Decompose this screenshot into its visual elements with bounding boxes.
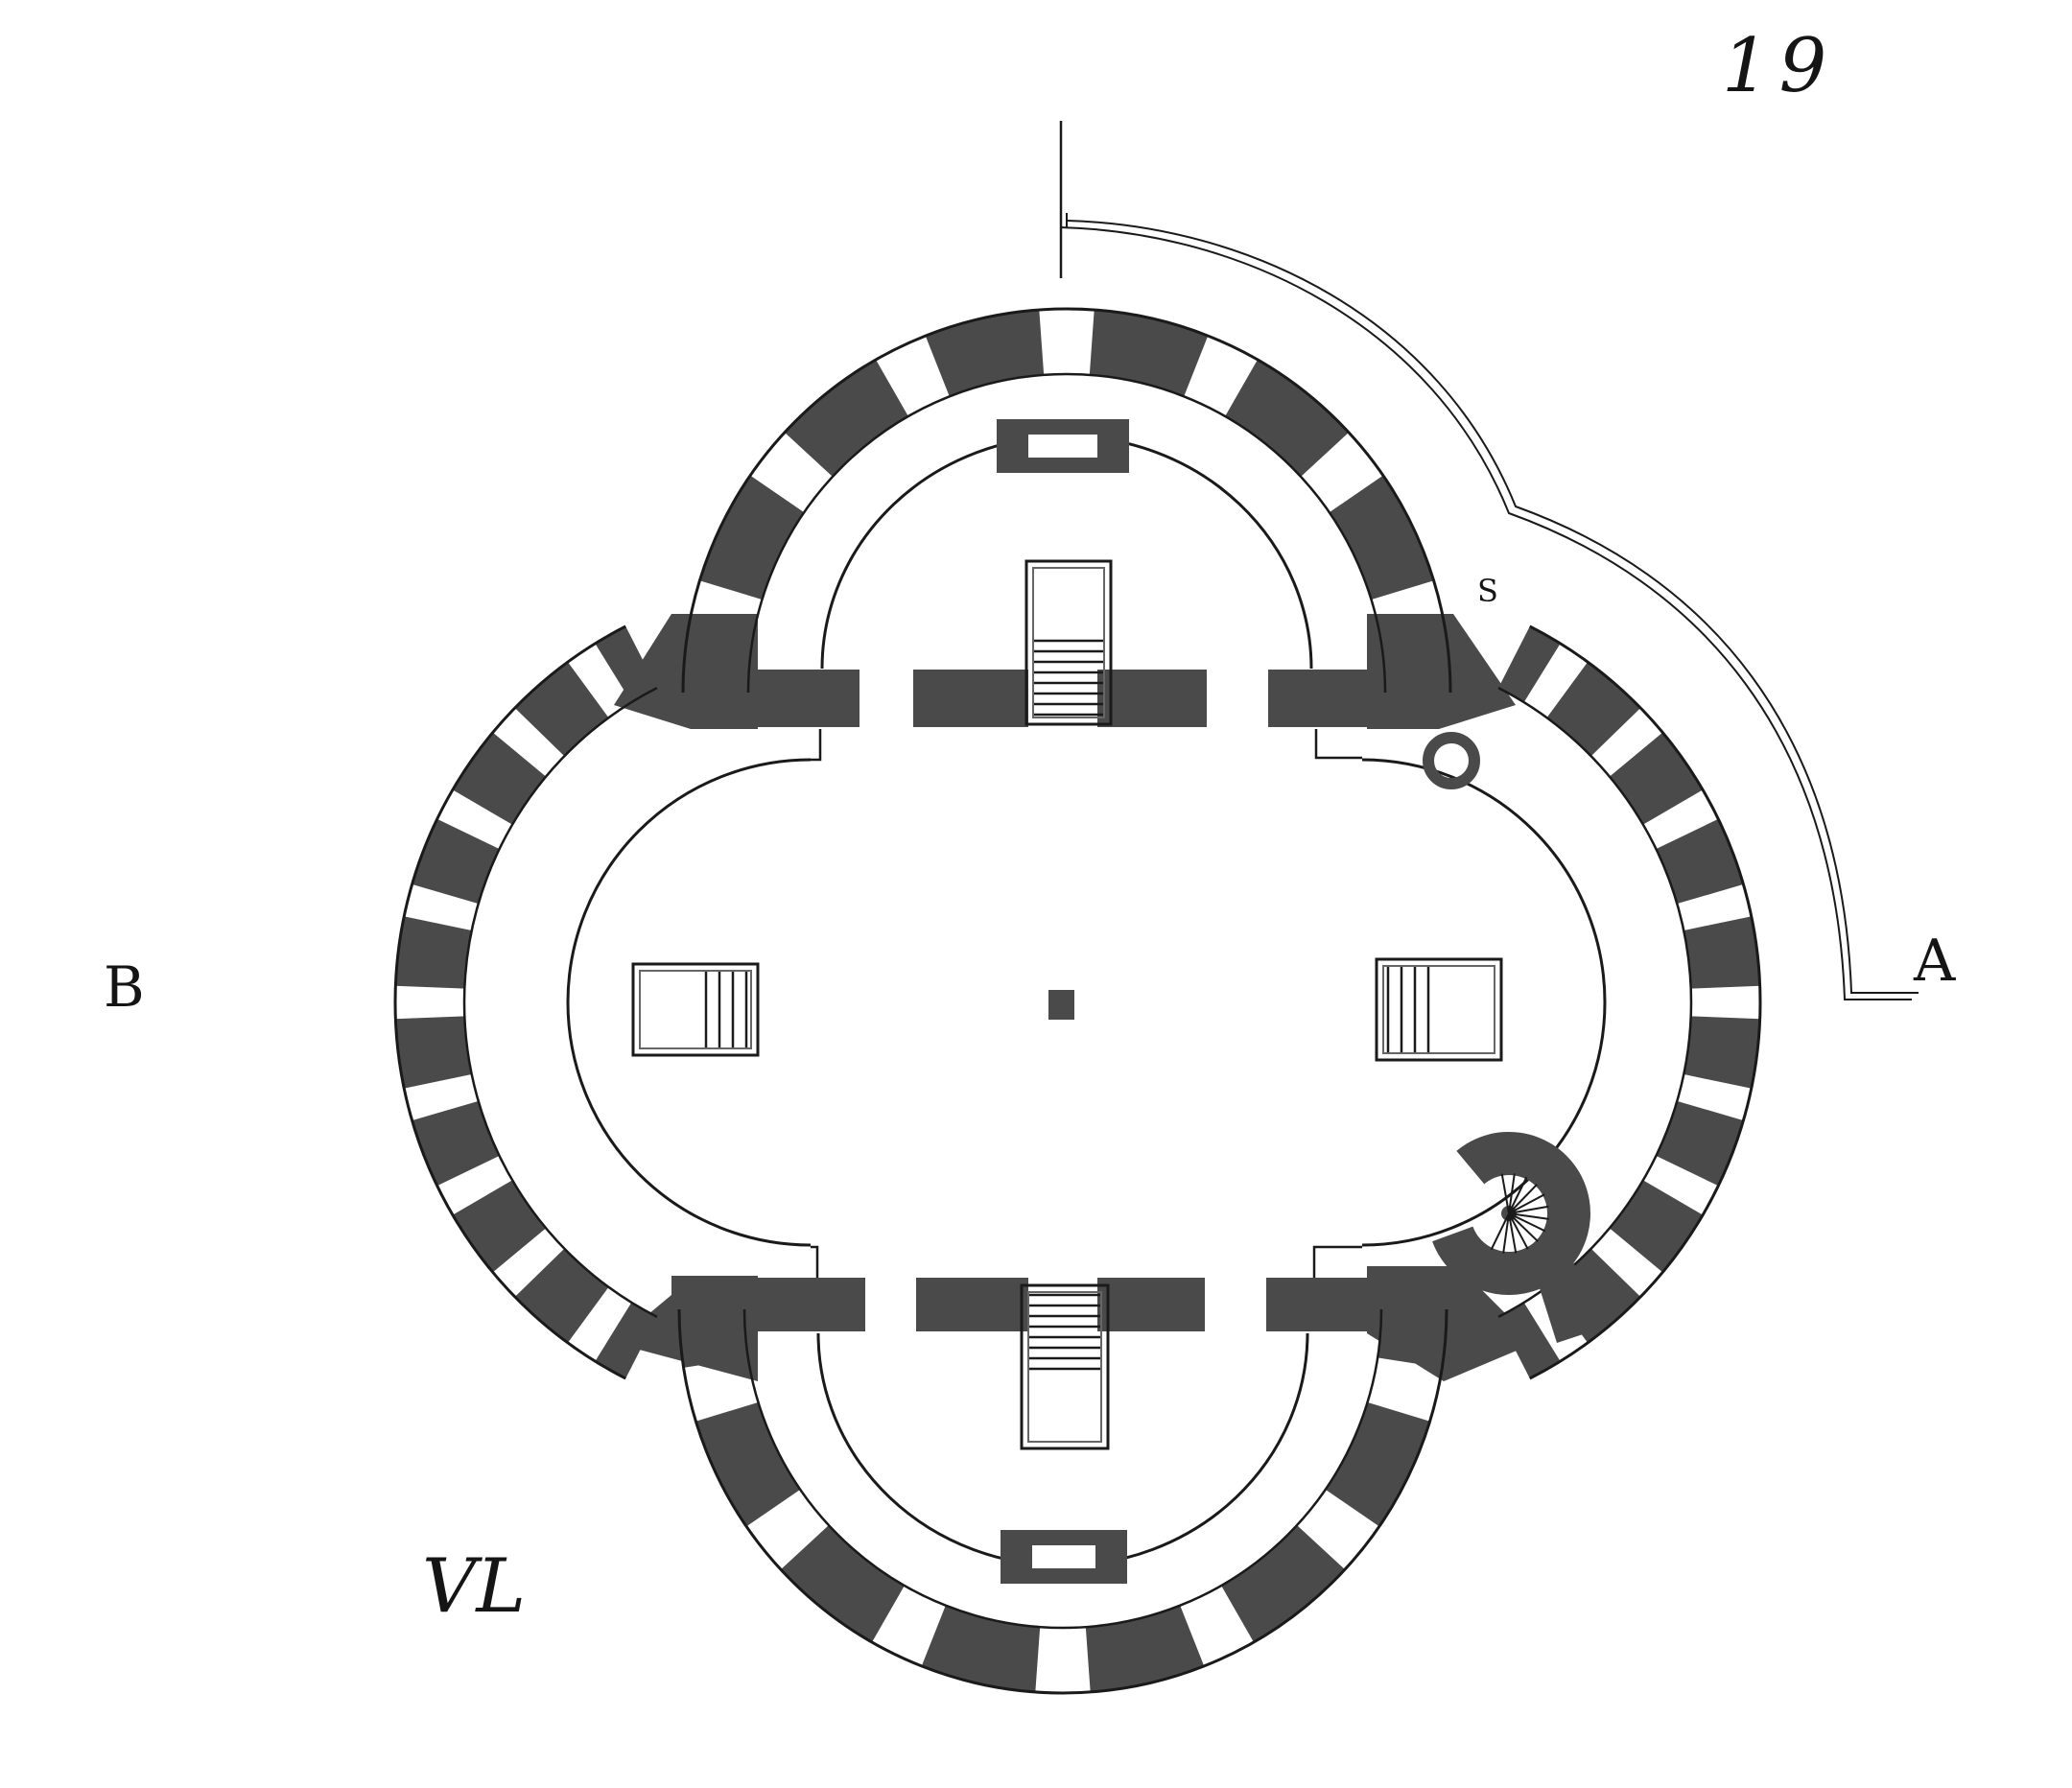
enclosure-line-outer (1066, 220, 1919, 994)
loophole (1039, 307, 1095, 376)
loophole (1179, 1585, 1255, 1667)
east-stair-inner-frame (1382, 965, 1495, 1054)
wall-opening (1028, 669, 1097, 728)
east-end-outer-line (1529, 624, 1762, 1380)
north-lobe-inner-line (746, 372, 1387, 694)
south-stair-frame (1020, 1283, 1110, 1450)
wall-junction (614, 614, 758, 729)
hall-inner-line-west (566, 758, 812, 1247)
spiral-stair-step (1508, 1176, 1528, 1214)
loophole (1523, 643, 1589, 718)
plan-lines (393, 121, 1919, 1695)
north-lobe-outer-line (681, 307, 1452, 694)
spiral-stair-step (1508, 1212, 1539, 1242)
wall-junction (1367, 1266, 1535, 1381)
spiral-stair-step (1508, 1212, 1518, 1254)
well (1423, 732, 1480, 789)
wall-opening (1207, 669, 1268, 728)
plan-features (631, 419, 1600, 1584)
hall-inner-line-east (1361, 758, 1607, 1247)
spiral-stair-step (1508, 1184, 1538, 1214)
wall-opening (859, 669, 913, 728)
north-niche-opening (1028, 435, 1097, 458)
spiral-stair-step (1508, 1212, 1529, 1250)
spiral-stair-step (1508, 1173, 1516, 1214)
hall-step-nw (811, 729, 822, 762)
south-lobe-wall (679, 1309, 1447, 1693)
spiral-stair-step (1500, 1173, 1510, 1214)
loophole (1183, 335, 1259, 417)
loophole (1296, 1489, 1380, 1570)
loophole (403, 883, 480, 931)
south-niche-opening (1032, 1545, 1095, 1568)
west-stair-inner-frame (639, 970, 752, 1049)
spiral-stair-passage (1528, 1233, 1600, 1343)
spiral-stair-step (1490, 1212, 1510, 1251)
north-lobe-wall (683, 309, 1450, 693)
loophole (394, 985, 466, 1020)
east-stair-frame (1375, 957, 1503, 1062)
spiral-stair-step (1508, 1212, 1549, 1220)
loophole (1676, 883, 1753, 931)
hall-step-ne (1314, 729, 1362, 760)
loophole (491, 707, 566, 778)
loophole (1642, 788, 1720, 850)
section-label-a: A (1914, 928, 1956, 995)
loophole (1589, 1227, 1664, 1298)
loophole (1300, 432, 1384, 513)
south-lobe-outer-line (677, 1308, 1448, 1695)
spiral-stair-step (1508, 1212, 1546, 1233)
artist-monogram: VL (422, 1543, 527, 1630)
west-stair-frame (631, 962, 760, 1057)
loophole (1676, 1073, 1753, 1121)
loophole (745, 1489, 830, 1570)
page-number: 19 (1722, 23, 1837, 109)
wall-junction (614, 1276, 758, 1381)
enclosure-line-inner (1059, 226, 1912, 1000)
loophole (1689, 985, 1761, 1020)
section-label-b: B (104, 954, 145, 1020)
loophole (491, 1227, 566, 1298)
spiral-stair-step (1502, 1212, 1510, 1254)
wall-opening (865, 1277, 916, 1332)
loophole (749, 432, 834, 513)
west-end-inner-line (462, 686, 658, 1319)
spiral-stair-step (1508, 1205, 1549, 1214)
south-lobe-inner-line (742, 1308, 1383, 1630)
wall-opening (1205, 1277, 1266, 1332)
north-stair-frame (1024, 559, 1113, 726)
loophole (1366, 1357, 1444, 1423)
loophole (567, 1286, 632, 1362)
loophole (1589, 707, 1664, 778)
loophole (436, 788, 513, 850)
central-pillar (1048, 990, 1074, 1020)
loophole (1642, 1155, 1720, 1216)
hall-step-se (1312, 1245, 1362, 1278)
hall-step-sw (811, 1245, 819, 1278)
loophole (403, 1073, 480, 1121)
loophole (875, 335, 951, 417)
loophole (436, 1155, 513, 1216)
spiral-stair-step (1508, 1193, 1545, 1214)
south-stair-inner-frame (1027, 1291, 1102, 1443)
east-end-inner-line (1497, 686, 1693, 1319)
loophole (871, 1585, 947, 1667)
wall-junction (1367, 614, 1516, 729)
north-stair-inner-frame (1032, 567, 1105, 718)
masonry-walls (394, 307, 1761, 1694)
loophole (567, 643, 632, 718)
point-label-s: S (1477, 573, 1498, 609)
loophole (1035, 1626, 1091, 1694)
west-end-outer-line (393, 624, 626, 1380)
